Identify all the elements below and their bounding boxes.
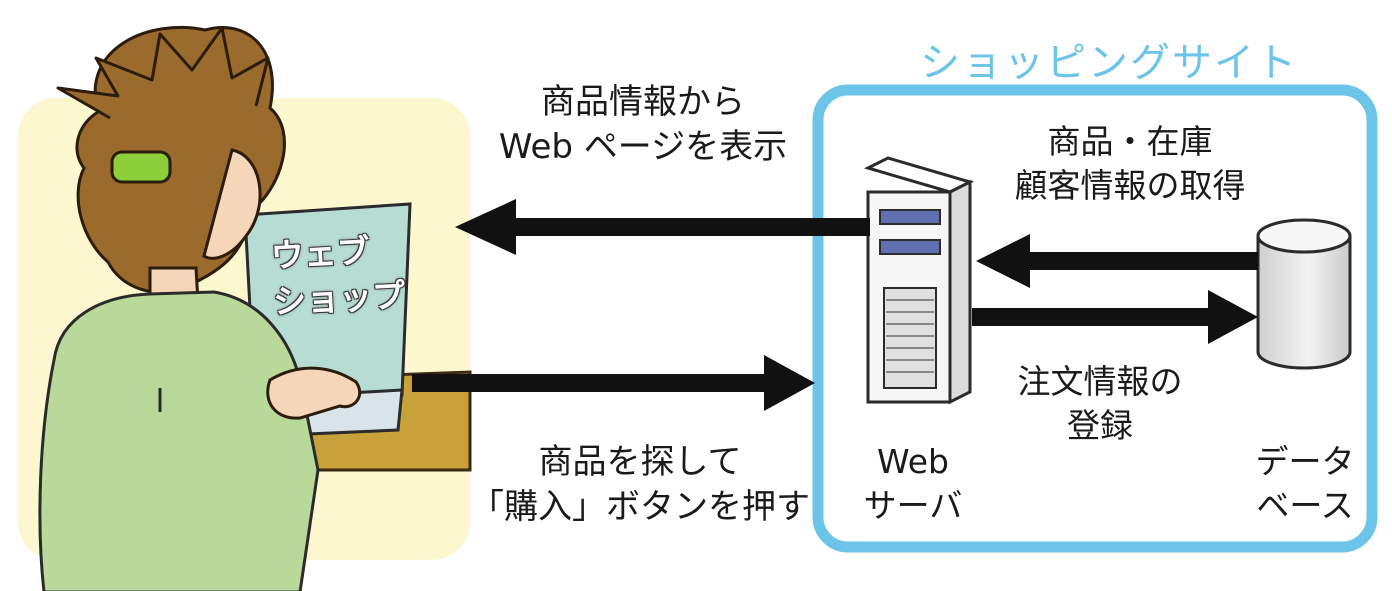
web-server-label-line-2: サーバ	[863, 485, 963, 525]
web-server-icon	[863, 156, 975, 405]
display-page-label-line-1: 商品情報から	[541, 82, 745, 122]
arrow-register	[972, 290, 1258, 344]
screen-text-line-2: ショップ	[272, 275, 407, 322]
screen-text-line-1: ウェブ	[269, 231, 371, 276]
arrow-display-page	[455, 199, 870, 255]
web-server-label: Web サーバ	[848, 440, 978, 527]
register-label-line-1: 注文情報の	[1017, 362, 1183, 401]
register-label: 注文情報の 登録	[1000, 360, 1200, 447]
site-title: ショッピングサイト	[920, 40, 1298, 86]
register-label-line-2: 登録	[1067, 405, 1133, 445]
database-label-line-1: データ	[1255, 442, 1355, 481]
purchase-label: 商品を探して 「購入」ボタンを押す	[470, 440, 810, 530]
arrow-purchase	[412, 355, 815, 411]
hair-clip	[110, 150, 172, 184]
purchase-label-line-2: 「購入」ボタンを押す	[470, 486, 810, 527]
laptop-screen-text: ウェブ ショップ	[270, 227, 407, 326]
fetch-label-line-1: 商品・在庫	[1047, 122, 1213, 161]
display-page-label-line-2: Web ページを表示	[498, 126, 788, 167]
fetch-label: 商品・在庫 顧客情報の取得	[1010, 120, 1250, 207]
display-page-label: 商品情報から Web ページを表示	[488, 80, 798, 170]
fetch-label-line-2: 顧客情報の取得	[1014, 165, 1246, 205]
database-label: データ ベース	[1240, 440, 1370, 527]
arrow-fetch	[976, 234, 1258, 288]
person-illustration	[38, 25, 362, 591]
database-icon	[1256, 218, 1352, 370]
shopping-site-frame	[812, 84, 1378, 553]
purchase-label-line-1: 商品を探して	[538, 442, 742, 482]
web-server-label-line-1: Web	[877, 442, 949, 481]
database-label-line-2: ベース	[1256, 485, 1354, 525]
